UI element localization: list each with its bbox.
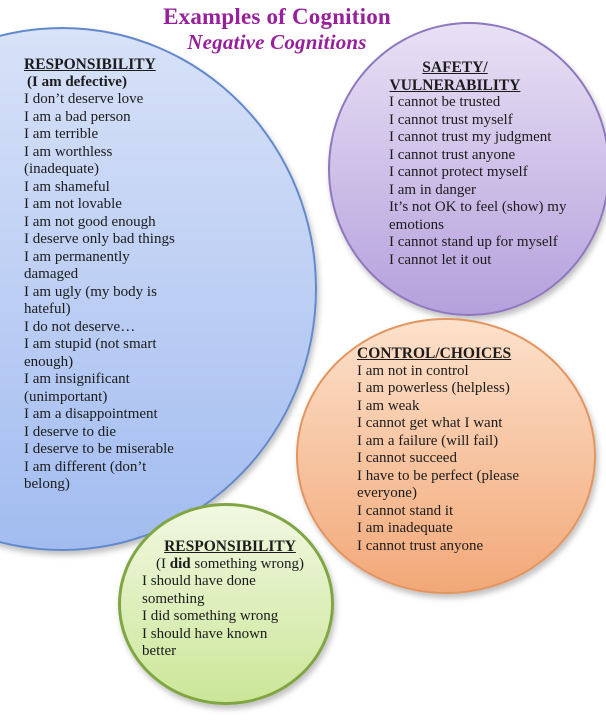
cognition-line: I have to be perfect (please: [357, 467, 519, 484]
cognition-line: I am terrible: [24, 126, 99, 142]
cognition-line: (inadequate): [24, 161, 99, 177]
cognition-line: I am a disappointment: [24, 406, 158, 422]
cognition-line: I do not deserve…: [24, 318, 136, 335]
cognition-line: I did something wrong: [142, 608, 279, 624]
circle-subheading: (I did something wrong): [156, 555, 304, 572]
cognition-line: I am in danger: [389, 181, 477, 198]
cognition-line: I cannot let it out: [389, 251, 492, 268]
cognition-line: I cannot trust anyone: [389, 146, 516, 163]
cognition-line: (unimportant): [24, 388, 108, 405]
cognition-line: I should have done: [142, 573, 256, 589]
cognition-line: It’s not OK to feel (show) my: [389, 199, 567, 215]
cognition-line: I am stupid (not smart: [24, 336, 157, 352]
cognition-line: I am not in control: [357, 362, 469, 379]
cognition-line: enough): [24, 353, 74, 370]
cognition-line: I deserve only bad things: [24, 231, 175, 247]
cognition-line: I cannot succeed: [357, 450, 457, 466]
cognition-line: better: [142, 643, 177, 659]
cognition-line: something: [142, 590, 205, 607]
cognition-line: emotions: [389, 216, 444, 233]
cognition-line: I cannot get what I want: [357, 415, 503, 431]
cognition-line: belong): [24, 476, 70, 492]
cognition-line: I don’t deserve love: [24, 91, 144, 107]
circle-heading: RESPONSIBILITY: [164, 538, 296, 555]
cognition-line: I cannot stand up for myself: [389, 234, 558, 250]
cognition-line: I am not good enough: [24, 213, 156, 230]
circle-heading: CONTROL/CHOICES: [357, 345, 512, 362]
bold-word: did: [169, 555, 191, 572]
ellipse-control-choices: [296, 318, 596, 594]
responsibility-did-text: RESPONSIBILITY (I did something wrong) I…: [142, 538, 318, 661]
circle-subheading: (I am defective): [27, 73, 127, 90]
circle-heading: RESPONSIBILITY: [24, 56, 156, 73]
page-title: Examples of Cognition: [163, 4, 391, 29]
cognition-line: I am a bad person: [24, 108, 131, 125]
circle-heading: SAFETY/VULNERABILITY: [389, 59, 521, 94]
ellipse-responsibility-did: [118, 503, 334, 705]
responsibility-defective-text: RESPONSIBILITY (I am defective) I don’t …: [24, 56, 239, 494]
cognition-line: I am ugly (my body is: [24, 283, 157, 300]
cognition-line: I cannot trust my judgment: [389, 129, 552, 145]
cognition-line: I am insignificant: [24, 371, 130, 387]
cognition-line: I am shameful: [24, 178, 110, 195]
cognition-line: I am worthless: [24, 143, 113, 160]
cognition-line: I am different (don’t: [24, 458, 147, 475]
cognition-line: I am inadequate: [357, 520, 453, 536]
cognition-line: I cannot trust anyone: [357, 537, 484, 554]
cognition-line: I am permanently: [24, 248, 130, 265]
page-subtitle: Negative Cognitions: [187, 30, 367, 54]
cognition-line: I cannot be trusted: [389, 94, 501, 110]
cognition-line: I cannot stand it: [357, 502, 454, 519]
cognition-line: I am a failure (will fail): [357, 432, 499, 449]
cognition-line: I should have known: [142, 625, 268, 642]
safety-vulnerability-text: SAFETY/VULNERABILITY I cannot be trusted…: [389, 59, 574, 269]
ellipse-safety-vulnerability: [328, 22, 606, 316]
cognition-line: I cannot trust myself: [389, 111, 513, 128]
cognition-line: I deserve to die: [24, 423, 117, 440]
cognition-line: everyone): [357, 485, 417, 501]
cognition-line: damaged: [24, 266, 79, 282]
cognition-line: hateful): [24, 301, 71, 317]
cognition-line: I am powerless (helpless): [357, 380, 510, 396]
cognition-line: I am not lovable: [24, 196, 122, 212]
cognition-line: I deserve to be miserable: [24, 441, 174, 457]
cognition-line: I cannot protect myself: [389, 164, 528, 180]
cognition-line: I am weak: [357, 397, 420, 414]
